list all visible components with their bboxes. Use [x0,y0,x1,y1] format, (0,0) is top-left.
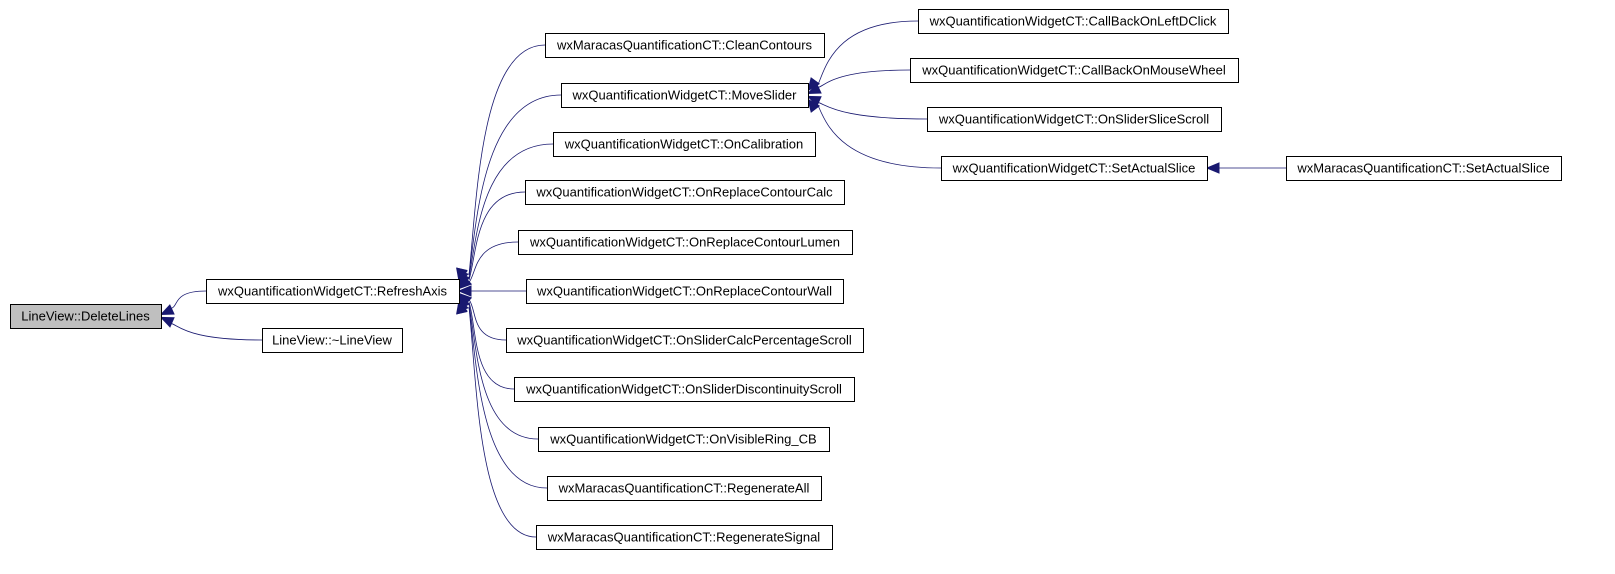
arrowhead-maracas_setactualslice-to-setactualslice [1205,162,1220,174]
node-label-maracas_setactualslice: wxMaracasQuantificationCT::SetActualSlic… [1296,161,1549,176]
node-box-regeneratesignal [536,525,833,550]
arrowhead-onreplacelumen-to-refreshaxis [458,275,473,290]
node-box-onsliderdisc [514,377,855,402]
node-deletelines[interactable]: LineView::DeleteLines [10,304,162,329]
edge-onreplacelumen-to-refreshaxis [468,241,519,283]
edge-regeneratesignal-to-refreshaxis [468,306,537,538]
edges-layer [159,20,1286,538]
node-moveslider[interactable]: wxQuantificationWidgetCT::MoveSlider [561,83,809,108]
node-label-callbackmousewheel: wxQuantificationWidgetCT::CallBackOnMous… [921,63,1226,78]
node-label-onreplacecalc: wxQuantificationWidgetCT::OnReplaceConto… [535,185,833,200]
node-onvisiblering[interactable]: wxQuantificationWidgetCT::OnVisibleRing_… [538,427,830,452]
node-label-moveslider: wxQuantificationWidgetCT::MoveSlider [572,88,798,103]
node-onreplacecalc[interactable]: wxQuantificationWidgetCT::OnReplaceConto… [525,180,845,205]
node-label-regeneratesignal: wxMaracasQuantificationCT::RegenerateSig… [547,530,821,545]
node-label-callbackleftdclick: wxQuantificationWidgetCT::CallBackOnLeft… [929,14,1217,29]
node-box-maracas_setactualslice [1286,156,1562,181]
node-label-onsliderdisc: wxQuantificationWidgetCT::OnSliderDiscon… [525,382,842,397]
node-box-setactualslice [941,156,1208,181]
node-box-oncalibration [553,132,816,157]
node-setactualslice[interactable]: wxQuantificationWidgetCT::SetActualSlice [941,156,1208,181]
nodes-layer: LineView::DeleteLineswxQuantificationWid… [10,9,1562,550]
node-box-onslidercalc [506,328,864,353]
node-refreshaxis[interactable]: wxQuantificationWidgetCT::RefreshAxis [206,279,460,304]
node-onsliderslice[interactable]: wxQuantificationWidgetCT::OnSliderSliceS… [927,107,1222,132]
node-onreplacewall[interactable]: wxQuantificationWidgetCT::OnReplaceConto… [526,279,844,304]
node-box-onvisiblering [538,427,830,452]
edge-setactualslice-to-moveslider [817,105,942,169]
node-label-onreplacelumen: wxQuantificationWidgetCT::OnReplaceConto… [529,235,840,250]
edge-destructor-to-deletelines [170,323,263,341]
node-box-destructor [262,328,403,353]
edge-callbackmousewheel-to-moveslider [817,69,911,88]
node-box-regenerateall [547,476,822,501]
node-box-deletelines [10,304,162,329]
edge-cleancontours-to-refreshaxis [468,44,546,276]
edge-oncalibration-to-refreshaxis [468,143,554,278]
edge-onsliderdisc-to-refreshaxis [468,301,515,390]
node-label-cleancontours: wxMaracasQuantificationCT::CleanContours [556,38,813,53]
node-box-onreplacecalc [525,180,845,205]
node-callbackmousewheel[interactable]: wxQuantificationWidgetCT::CallBackOnMous… [910,58,1239,83]
node-box-onsliderslice [927,107,1222,132]
node-label-refreshaxis: wxQuantificationWidgetCT::RefreshAxis [217,284,448,299]
node-label-setactualslice: wxQuantificationWidgetCT::SetActualSlice [952,161,1196,176]
node-box-cleancontours [545,33,825,58]
node-label-onreplacewall: wxQuantificationWidgetCT::OnReplaceConto… [536,284,832,299]
node-regenerateall[interactable]: wxMaracasQuantificationCT::RegenerateAll [547,476,822,501]
node-regeneratesignal[interactable]: wxMaracasQuantificationCT::RegenerateSig… [536,525,833,550]
edge-onvisiblering-to-refreshaxis [468,304,539,440]
node-destructor[interactable]: LineView::~LineView [262,328,403,353]
node-oncalibration[interactable]: wxQuantificationWidgetCT::OnCalibration [553,132,816,157]
edge-moveslider-to-refreshaxis [468,94,562,276]
node-box-onreplacewall [526,279,844,304]
node-box-refreshaxis [206,279,460,304]
node-onsliderdisc[interactable]: wxQuantificationWidgetCT::OnSliderDiscon… [514,377,855,402]
node-cleancontours[interactable]: wxMaracasQuantificationCT::CleanContours [545,33,825,58]
edge-regenerateall-to-refreshaxis [468,306,548,489]
node-onreplacelumen[interactable]: wxQuantificationWidgetCT::OnReplaceConto… [518,230,853,255]
node-onslidercalc[interactable]: wxQuantificationWidgetCT::OnSliderCalcPe… [506,328,864,353]
node-box-callbackmousewheel [910,58,1239,83]
edge-callbackleftdclick-to-moveslider [817,20,919,85]
node-label-deletelines: LineView::DeleteLines [21,309,150,324]
edge-onslidercalc-to-refreshaxis [468,299,507,341]
arrowhead-refreshaxis-to-deletelines [159,304,175,316]
edge-onreplacecalc-to-refreshaxis [468,191,526,281]
node-label-destructor: LineView::~LineView [272,333,392,348]
node-label-onsliderslice: wxQuantificationWidgetCT::OnSliderSliceS… [938,112,1209,127]
arrowhead-callbackmousewheel-to-moveslider [806,83,822,95]
node-box-moveslider [561,83,809,108]
arrowhead-onreplacewall-to-refreshaxis [457,285,472,297]
arrowhead-destructor-to-deletelines [159,316,175,328]
arrowhead-setactualslice-to-moveslider [807,98,821,113]
arrowhead-onsliderslice-to-moveslider [806,95,822,107]
edge-onsliderslice-to-moveslider [817,102,928,120]
node-box-onreplacelumen [518,230,853,255]
edge-refreshaxis-to-deletelines [170,290,207,309]
node-label-regenerateall: wxMaracasQuantificationCT::RegenerateAll [558,481,810,496]
node-maracas_setactualslice[interactable]: wxMaracasQuantificationCT::SetActualSlic… [1286,156,1562,181]
node-label-oncalibration: wxQuantificationWidgetCT::OnCalibration [564,137,803,152]
arrowhead-regeneratesignal-to-refreshaxis [456,299,468,315]
node-box-callbackleftdclick [918,9,1229,34]
node-label-onslidercalc: wxQuantificationWidgetCT::OnSliderCalcPe… [516,333,852,348]
node-callbackleftdclick[interactable]: wxQuantificationWidgetCT::CallBackOnLeft… [918,9,1229,34]
node-label-onvisiblering: wxQuantificationWidgetCT::OnVisibleRing_… [549,432,816,447]
